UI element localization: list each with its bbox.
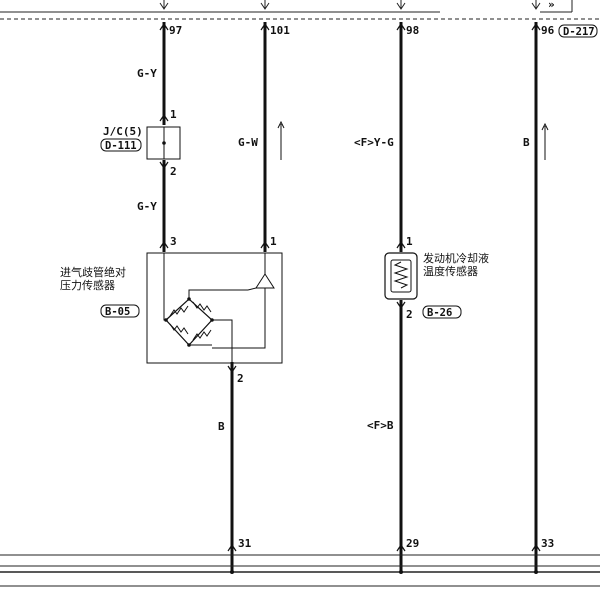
connector-label-29: 29 bbox=[406, 537, 419, 550]
connector-label-33: 33 bbox=[541, 537, 554, 550]
wire-color-w3-lower: <F>B bbox=[367, 419, 394, 432]
junction-connector bbox=[146, 126, 181, 160]
coolant-sensor-name-line1: 发动机冷却液 bbox=[423, 251, 489, 265]
coolant-sensor-body bbox=[384, 252, 418, 300]
wire-color-w4: B bbox=[523, 136, 530, 149]
connector-label-97: 97 bbox=[169, 24, 182, 37]
wire-color-w1-lower: G-Y bbox=[137, 200, 157, 213]
junction-label: J/C(5) bbox=[103, 125, 143, 138]
connector-label-96: 96 bbox=[541, 24, 555, 37]
junction-pin-1: 1 bbox=[170, 108, 177, 121]
connector-label-101: 101 bbox=[270, 24, 290, 37]
svg-text:B-26: B-26 bbox=[427, 307, 452, 319]
wire-1 bbox=[159, 22, 169, 252]
wire-3 bbox=[396, 22, 406, 572]
coolant-sensor-name-line2: 温度传感器 bbox=[423, 264, 478, 278]
junction-ref-tag: D-111 bbox=[100, 138, 142, 152]
svg-text:D-111: D-111 bbox=[105, 140, 137, 152]
map-sensor-pin-2: 2 bbox=[237, 372, 244, 385]
junction-pin-2: 2 bbox=[170, 165, 177, 178]
map-sensor-name-line2: 压力传感器 bbox=[60, 279, 115, 292]
wire-color-w1-upper: G-Y bbox=[137, 67, 157, 80]
top-connector-marks bbox=[159, 0, 541, 10]
svg-text:D-217: D-217 bbox=[563, 26, 595, 38]
top-frame: » bbox=[0, 0, 600, 20]
wire-map-ground bbox=[227, 362, 237, 572]
map-sensor-body bbox=[146, 252, 283, 364]
bottom-bus bbox=[0, 554, 600, 587]
map-sensor-pin-1: 1 bbox=[270, 235, 277, 248]
connector-label-98: 98 bbox=[406, 24, 419, 37]
map-sensor-name-line1: 进气歧管绝对 bbox=[60, 265, 126, 279]
wire-color-w2: G-W bbox=[238, 136, 258, 149]
connector-label-31: 31 bbox=[238, 537, 252, 550]
map-sensor-pin-3: 3 bbox=[170, 235, 177, 248]
coolant-sensor-pin-2: 2 bbox=[406, 308, 413, 321]
map-sensor-ref-tag: B-05 bbox=[100, 304, 140, 318]
svg-text:B-05: B-05 bbox=[105, 306, 130, 318]
wire-2 bbox=[260, 22, 285, 252]
connector-ref-tag-d217: D-217 bbox=[558, 24, 598, 38]
wire-color-map-ground: B bbox=[218, 420, 225, 433]
wire-4 bbox=[531, 22, 549, 572]
wire-color-w3-upper: <F>Y-G bbox=[354, 136, 394, 149]
coolant-sensor-pin-1: 1 bbox=[406, 235, 413, 248]
coolant-sensor-ref-tag: B-26 bbox=[422, 305, 462, 319]
svg-text:»: » bbox=[548, 0, 555, 11]
